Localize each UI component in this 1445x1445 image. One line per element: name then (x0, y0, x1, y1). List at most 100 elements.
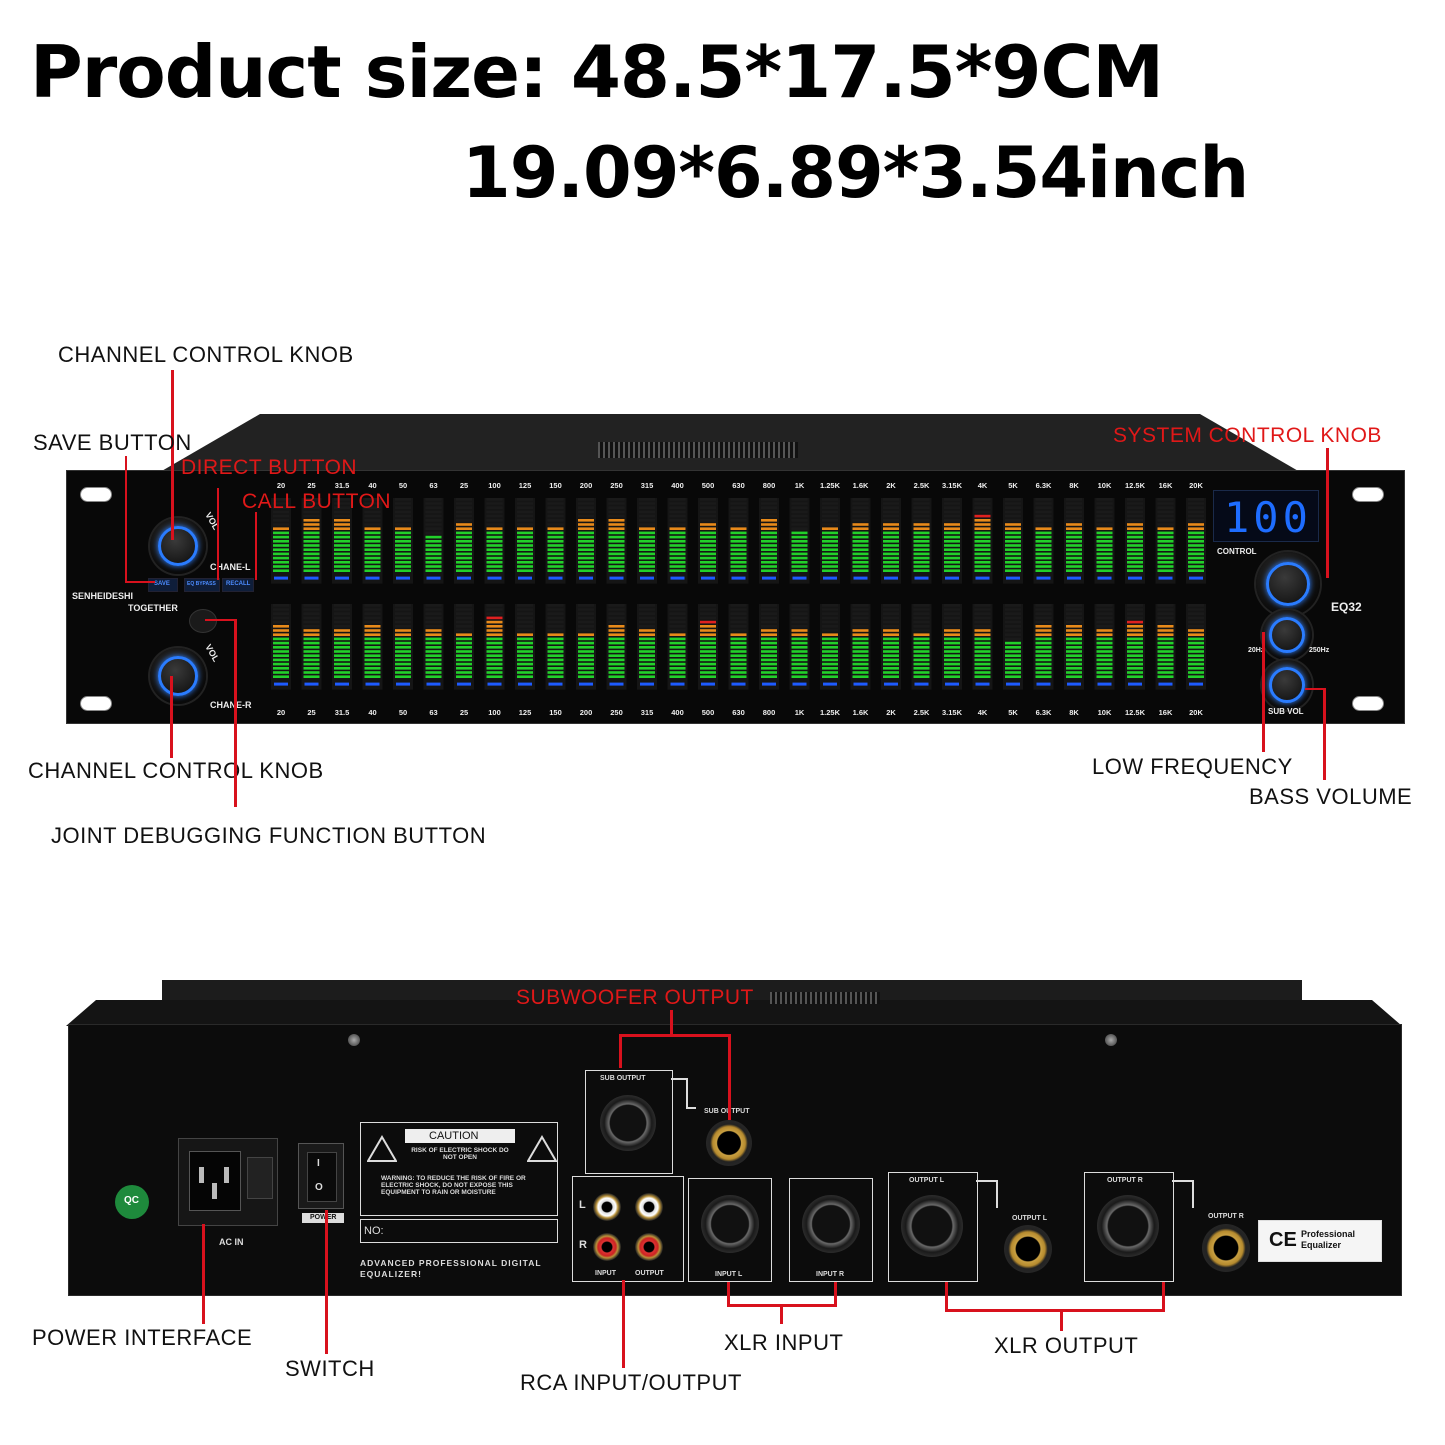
ce-badge: CE Professional Equalizer (1258, 1220, 1382, 1262)
rca-output-r[interactable] (635, 1233, 663, 1261)
xlr-output-l[interactable] (901, 1195, 963, 1257)
eq-meter-lower (850, 604, 871, 690)
eq-meter-upper (789, 498, 810, 584)
band-label-top: 16K (1159, 481, 1173, 490)
xlr-input-l[interactable] (701, 1195, 759, 1253)
output-l-jack[interactable] (1004, 1225, 1052, 1273)
save-button-label: SAVE (154, 581, 170, 587)
serial-box: NO: (360, 1219, 558, 1243)
band-label-top: 630 (732, 481, 745, 490)
band-label-bottom: 400 (671, 708, 684, 717)
save-button[interactable]: SAVE (148, 578, 178, 592)
together-label: TOGETHER (128, 603, 178, 613)
sub-volume-knob[interactable] (1262, 660, 1312, 710)
band-label-bottom: 1.25K (820, 708, 841, 717)
band-label-bottom: 10K (1098, 708, 1112, 717)
eq-meter-upper (515, 498, 535, 584)
band-label-top: 25 (460, 481, 468, 490)
band-label-top: 315 (641, 481, 654, 490)
lcd-display: 100 (1213, 490, 1319, 542)
power-switch[interactable]: I O (298, 1143, 344, 1209)
label-call-button: CALL BUTTON (242, 490, 392, 513)
label-channel-knob-top: CHANNEL CONTROL KNOB (58, 342, 354, 367)
ce-text: Professional Equalizer (1301, 1229, 1356, 1250)
band-label-top: 250 (610, 481, 623, 490)
pointer-line (834, 1282, 837, 1306)
rca-r-label: R (579, 1239, 587, 1251)
eq-meter-upper (484, 498, 505, 584)
band-label-bottom: 50 (399, 708, 407, 717)
band-label-top: 200 (580, 481, 593, 490)
pointer-line (217, 488, 219, 580)
bracket-line (686, 1078, 688, 1108)
together-button[interactable] (189, 609, 217, 633)
sub-output-xlr[interactable] (600, 1095, 656, 1151)
input-r-label: INPUT R (816, 1271, 844, 1278)
eq-meter-upper (362, 498, 383, 584)
eq-meter-lower (881, 604, 901, 690)
output-r-jack[interactable] (1202, 1224, 1250, 1272)
band-label-top: 400 (671, 481, 684, 490)
band-label-bottom: 250 (610, 708, 623, 717)
eq-meter-lower (698, 604, 718, 690)
bracket-line (686, 1107, 696, 1109)
label-low-frequency: LOW FREQUENCY (1092, 754, 1293, 779)
rca-output-label: OUTPUT (635, 1270, 664, 1277)
low-frequency-knob[interactable] (1262, 610, 1312, 660)
bracket-line (1192, 1180, 1194, 1208)
label-subwoofer-output: SUBWOOFER OUTPUT (516, 986, 754, 1009)
warning-text: WARNING: TO REDUCE THE RISK OF FIRE OR E… (381, 1175, 526, 1196)
rack-hole (1352, 696, 1384, 711)
pointer-line (1262, 632, 1265, 752)
sub-vol-label: SUB VOL (1268, 707, 1304, 716)
bracket-line (1172, 1180, 1192, 1182)
eq-meter-upper (576, 498, 596, 584)
xlr-input-r[interactable] (802, 1195, 860, 1253)
brand-label: SENHEIDESHI (72, 591, 134, 601)
eq-meter-upper (271, 498, 291, 584)
eq-meter-lower (972, 604, 993, 690)
channel-r-knob[interactable] (150, 648, 206, 704)
band-label-bottom: 630 (732, 708, 745, 717)
screw (1105, 1034, 1117, 1046)
recall-button[interactable]: RECALL (222, 578, 254, 592)
power-inlet[interactable] (178, 1138, 278, 1226)
rca-input-r[interactable] (593, 1233, 621, 1261)
label-channel-knob-bottom: CHANNEL CONTROL KNOB (28, 758, 324, 783)
eq-meter-upper (972, 498, 993, 584)
rca-output-l[interactable] (635, 1193, 663, 1221)
band-label-top: 1K (795, 481, 805, 490)
eq-meter-lower (454, 604, 474, 690)
rear-chassis-top (66, 980, 1402, 1026)
eq-bypass-button[interactable]: EQ BYPASS (184, 578, 220, 592)
pointer-line (728, 1034, 731, 1120)
band-label-bottom: 125 (519, 708, 532, 717)
power-tag: POWER (302, 1213, 344, 1223)
pointer-line (205, 619, 235, 621)
eq-bypass-label: EQ BYPASS (187, 581, 216, 587)
eq-meter-lower (1033, 604, 1054, 690)
band-label-top: 2.5K (914, 481, 930, 490)
band-label-top: 6.3K (1036, 481, 1052, 490)
eq-meter-upper (942, 498, 962, 584)
band-label-top: 25 (307, 481, 315, 490)
vent-grille (598, 442, 798, 458)
band-label-bottom: 100 (488, 708, 501, 717)
band-label-bottom: 3.15K (942, 708, 963, 717)
xlr-output-r[interactable] (1097, 1195, 1159, 1257)
band-label-bottom: 25 (460, 708, 468, 717)
pointer-line (945, 1309, 1165, 1312)
eq-meter-upper (881, 498, 901, 584)
chane-l-label: CHANE-L (210, 562, 251, 572)
band-label-bottom: 31.5 (335, 708, 350, 717)
eq-meter-lower (515, 604, 535, 690)
sub-output-jack[interactable] (706, 1120, 752, 1166)
eq-meter-lower (545, 604, 566, 690)
pointer-line (325, 1210, 328, 1354)
rack-hole (1352, 487, 1384, 502)
channel-l-knob[interactable] (150, 518, 206, 574)
system-control-knob[interactable] (1256, 552, 1320, 616)
output-r-xlr-label: OUTPUT R (1107, 1177, 1143, 1184)
rca-input-l[interactable] (593, 1193, 621, 1221)
band-label-top: 150 (549, 481, 562, 490)
